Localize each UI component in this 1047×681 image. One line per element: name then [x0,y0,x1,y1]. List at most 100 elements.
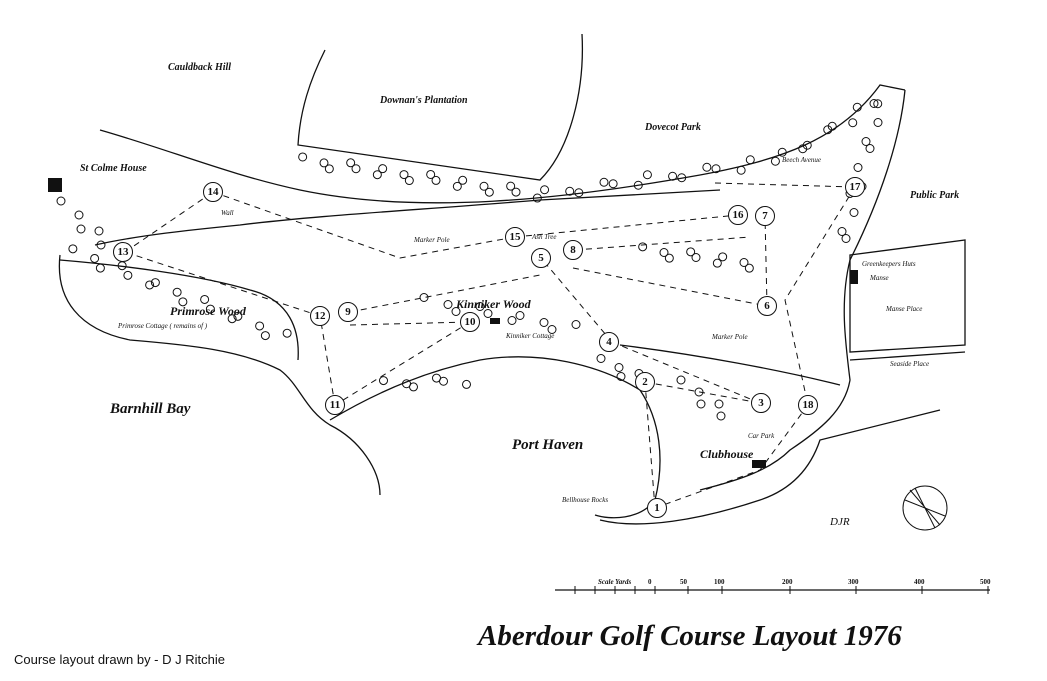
tree-symbol [861,137,871,146]
tree-symbol [282,328,292,338]
tree-symbol [711,164,721,174]
tree-symbol [484,187,494,197]
clubhouse-building [752,460,766,468]
tree-symbol [532,193,542,203]
tree-symbol [608,179,618,189]
label-kinniker-cottage: Kinniker Cottage [506,332,555,340]
hole-5-marker: 5 [531,248,551,268]
scale-tick-500: 500 [980,578,991,586]
manse-block [849,239,966,353]
tree-symbol [56,196,66,206]
label-car-park: Car Park [748,432,775,440]
fairway-boundary-inner [94,189,721,246]
tree-symbol [260,331,270,341]
tree-symbol [94,226,104,236]
label-greenkeepers-huts: Greenkeepers Huts [862,260,916,268]
clubhouse-coast [599,409,941,525]
tree-symbol [736,165,746,175]
route-14-15 [212,191,516,259]
tree-symbol [451,307,461,316]
tree-symbol [616,372,626,381]
tree-symbol [571,320,581,329]
label-st-colme-house: St Colme House [80,163,147,174]
hole-14-marker: 14 [203,182,223,202]
tree-symbol [668,171,678,181]
tree-symbol [841,234,851,243]
tree-symbol [431,175,441,185]
tree-symbol [372,170,382,180]
tree-symbol [827,121,837,131]
hole-18-marker: 18 [798,395,818,415]
tree-symbol [145,280,155,290]
tree-symbol [90,253,100,263]
tree-symbol [506,181,516,191]
tree-symbol [739,258,749,267]
hole-16-marker: 16 [728,205,748,225]
tree-symbol [777,147,787,157]
label-clubhouse: Clubhouse [700,447,754,461]
hole-13-marker: 13 [113,242,133,262]
tree-symbol [565,186,575,196]
primrose-wood-outline [59,259,299,361]
signature-scribble: DJR [829,516,850,528]
tree-symbol [599,177,609,187]
label-manse-place: Manse Place [886,305,923,313]
kinniker-cottage-building [490,318,500,324]
hole-12-marker: 12 [310,306,330,326]
tree-symbol [205,304,215,314]
tree-symbol [319,158,329,168]
hole-2-marker: 2 [635,372,655,392]
label-cauldback-hill: Cauldback Hill [168,62,232,73]
tree-symbol [873,99,883,109]
tree-symbol [677,173,687,183]
hole-1-marker: 1 [647,498,667,518]
tree-symbol [539,318,549,327]
hole-7-marker: 7 [755,206,775,226]
scale-title: Scale Yards [598,578,632,586]
route-4-5 [540,257,613,343]
tree-symbol [694,387,704,397]
tree-symbol [676,375,686,385]
tree-symbol [873,118,883,127]
st-colme-house-building [48,178,62,192]
label-wall: Wall [221,209,234,217]
hole-4-marker: 4 [599,332,619,352]
tree-symbol [507,316,517,325]
tree-symbol [696,399,706,409]
tree-symbol [614,363,624,372]
tree-symbol [547,325,557,334]
label-seaside-place: Seaside Place [890,360,930,368]
tree-symbol [404,176,414,186]
tree-symbol [642,170,652,180]
tree-symbol [123,270,133,280]
tree-symbol [869,99,879,108]
tree-symbol [483,309,493,318]
tree-symbol [172,287,182,297]
tree-symbol [849,208,859,217]
hole-3-marker: 3 [751,393,771,413]
tree-symbol [479,181,489,191]
label-downans-plantation: Downan's Plantation [380,95,468,106]
tree-symbol [96,240,106,250]
route-18-1 [654,404,809,509]
tree-symbol [227,314,237,324]
tree-symbol [638,242,648,252]
route-15-16 [514,214,739,238]
label-marker-pole-east: Marker Pole [712,333,748,341]
tree-symbol [409,382,418,392]
hole-17-marker: 17 [845,177,865,197]
tree-symbol [853,163,863,172]
route-6-7 [764,215,768,307]
tree-symbol [852,102,862,112]
tree-symbol [837,227,847,236]
tree-symbol [770,156,780,166]
tree-symbol [744,263,754,273]
tree-symbol [351,164,361,174]
hole-11-marker: 11 [325,395,345,415]
tree-symbol [346,158,356,168]
tree-symbol [802,140,812,150]
downans-plantation-outline [297,33,584,181]
route-11-12 [319,315,336,406]
hole-10-marker: 10 [460,312,480,332]
tree-symbol [540,185,550,195]
